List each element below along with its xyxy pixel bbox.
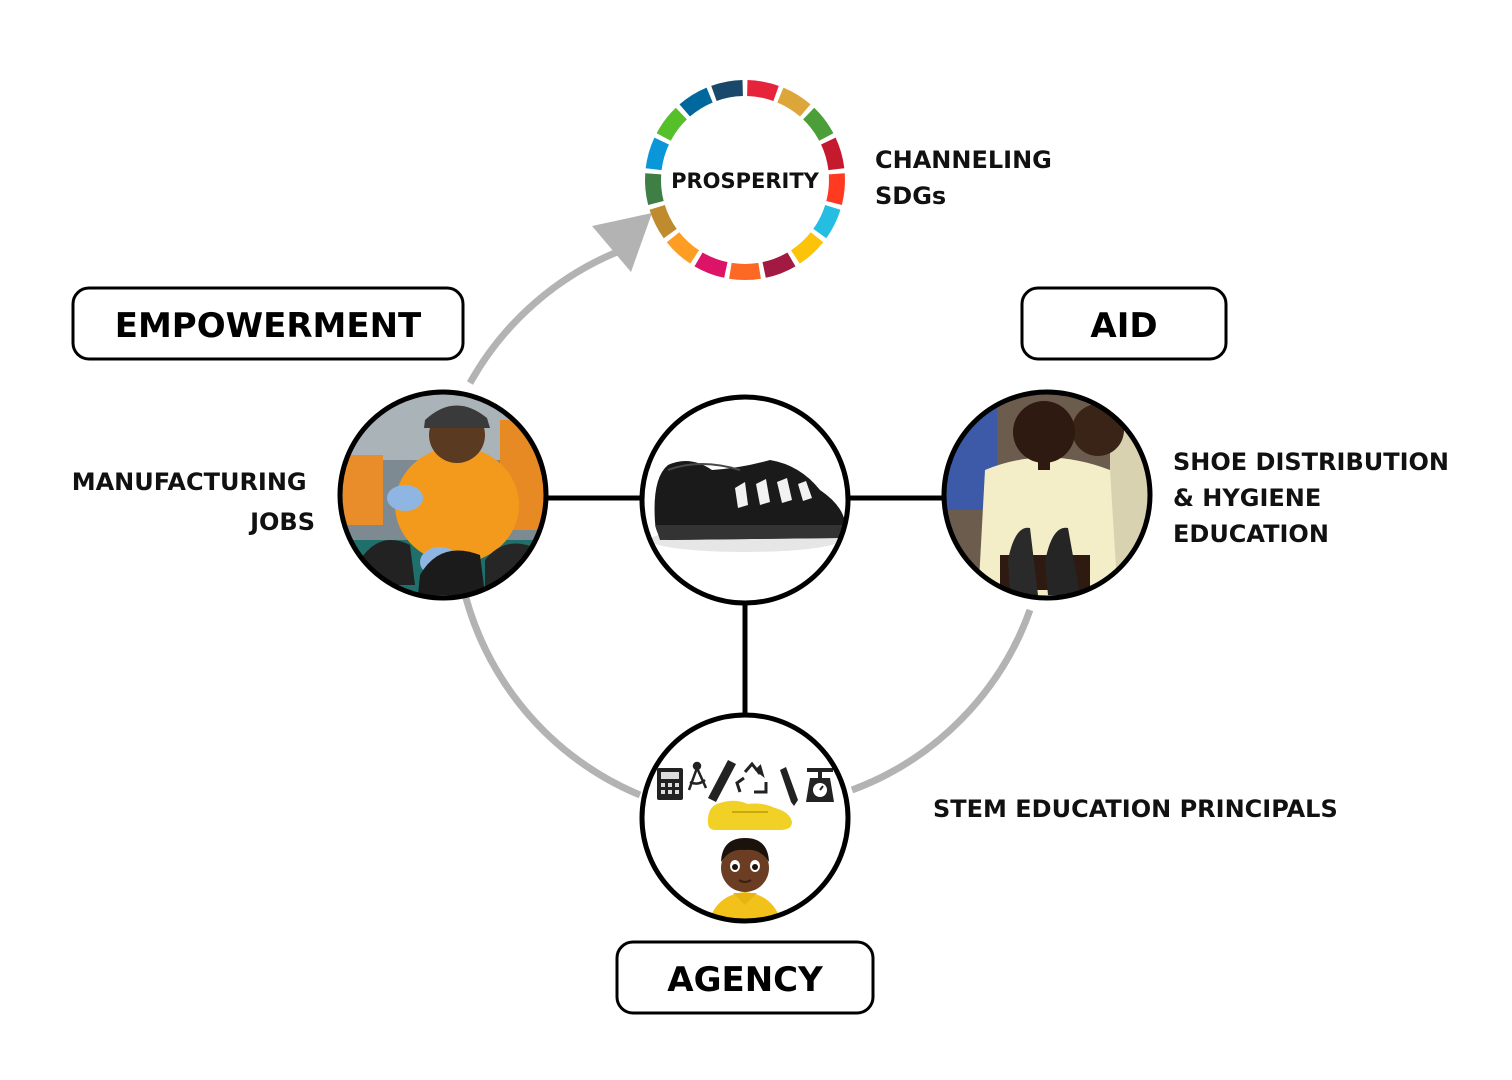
sdg-segment — [729, 262, 761, 280]
sdg-segment — [711, 80, 744, 102]
calculator-icon — [657, 768, 683, 800]
cycle-arc-upper — [466, 246, 624, 385]
child-avatar — [708, 838, 782, 921]
sdg-segment — [820, 137, 845, 171]
black-shoe-photo — [650, 460, 846, 552]
empowerment-box: EMPOWERMENT — [71, 286, 465, 361]
sdg-segment — [656, 107, 688, 141]
sdg-segment — [666, 232, 700, 264]
aid-box: AID — [1020, 286, 1228, 361]
sdg-segment — [679, 87, 713, 117]
scale-icon — [806, 768, 834, 802]
recycle-icon — [735, 761, 768, 794]
agency-label: AGENCY — [667, 960, 823, 1000]
empowerment-label: EMPOWERMENT — [115, 306, 422, 346]
sdg-segments — [645, 80, 845, 280]
sdg-segment — [694, 252, 728, 278]
sdg-caption-line-2: SDGs — [875, 182, 946, 210]
sdg-ring: PROSPERITY — [645, 80, 845, 280]
stem-circle — [639, 712, 851, 924]
distribution-caption: SHOE DISTRIBUTION & HYGIENE EDUCATION — [1173, 448, 1457, 548]
sdg-segment — [777, 87, 811, 117]
stem-caption: STEM EDUCATION PRINCIPALS — [933, 795, 1338, 823]
sdg-segment — [645, 137, 670, 171]
shoe-circle — [639, 394, 851, 606]
ruler-icon — [708, 760, 736, 802]
aid-label: AID — [1090, 306, 1157, 346]
prosperity-label: PROSPERITY — [671, 169, 820, 193]
cycle-arc-left — [458, 581, 642, 799]
connectors — [546, 495, 944, 715]
sdg-segment — [649, 204, 677, 239]
factory-worker-photo — [340, 392, 546, 598]
sdg-segment — [813, 204, 841, 239]
yellow-shoe-icon — [707, 800, 792, 830]
distribution-caption-line-3: EDUCATION — [1173, 520, 1329, 548]
sdg-caption-line-1: CHANNELING — [875, 146, 1052, 174]
sdg-segment — [802, 107, 834, 141]
manufacturing-circle — [337, 389, 549, 601]
cycle-arc-right — [850, 608, 1034, 794]
sdg-segment — [746, 80, 779, 102]
manufacturing-caption-line-2: JOBS — [248, 508, 315, 536]
sdg-segment — [645, 173, 664, 205]
pencil-icon — [780, 767, 798, 806]
cycle-arrowhead — [592, 213, 652, 272]
sdg-segment — [790, 232, 824, 264]
distribution-caption-line-1: SHOE DISTRIBUTION — [1173, 448, 1449, 476]
sdg-segment — [826, 173, 845, 205]
sdg-caption: CHANNELING SDGs — [875, 146, 1060, 210]
sdg-segment — [762, 252, 796, 278]
distribution-circle — [941, 389, 1153, 601]
manufacturing-caption-line-1: MANUFACTURING — [72, 468, 307, 496]
compass-icon — [687, 761, 708, 791]
cycle-ring — [458, 213, 1034, 799]
distribution-caption-line-2: & HYGIENE — [1173, 484, 1321, 512]
agency-box: AGENCY — [615, 940, 875, 1015]
manufacturing-caption: MANUFACTURING JOBS — [72, 468, 315, 536]
